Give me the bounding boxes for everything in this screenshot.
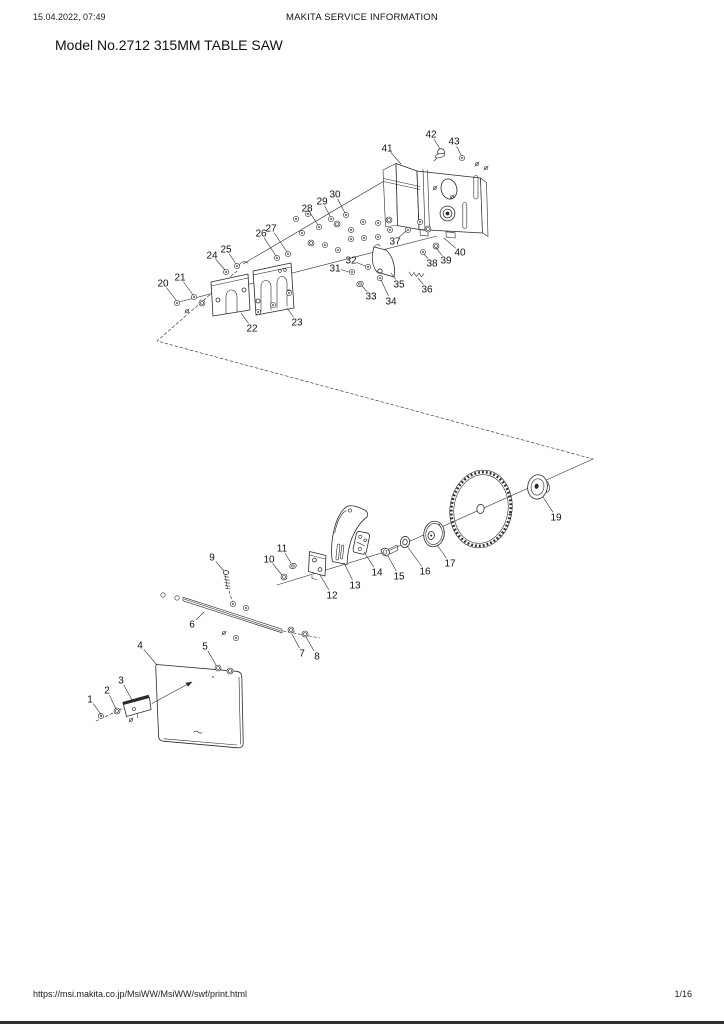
part-label-39: 39 [440,256,452,267]
motor-bracket-41 [383,164,488,239]
part-label-26: 26 [255,229,267,240]
part-label-33: 33 [365,292,377,303]
source-url: https://msi.makita.co.jp/MsiWW/MsiWW/swf… [33,989,248,999]
part-label-29: 29 [316,197,328,208]
part-label-20: 20 [157,279,169,290]
part-label-27: 27 [265,224,277,235]
guide-bracket-23 [253,263,294,315]
part-label-25: 25 [220,245,232,256]
part-label-6: 6 [189,620,195,631]
part-label-31: 31 [329,264,341,275]
part-label-14: 14 [371,568,383,579]
part-label-41: 41 [381,144,393,155]
model-title: Model No.2712 315MM TABLE SAW [55,37,283,53]
part-label-40: 40 [454,248,466,259]
window-bottom-edge [0,1021,724,1024]
part-label-15: 15 [393,572,405,583]
part-label-4: 4 [137,641,143,652]
part-label-23: 23 [291,318,303,329]
part-label-34: 34 [385,297,397,308]
part-label-8: 8 [314,652,320,663]
part-label-38: 38 [426,259,438,270]
part-label-36: 36 [421,285,433,296]
part-label-22: 22 [246,324,258,335]
flat-washer-16 [399,536,410,549]
small-fasteners [98,149,488,723]
part-label-16: 16 [419,567,431,578]
part-label-43: 43 [448,137,460,148]
triangle-bracket-35 [372,245,394,277]
part-label-35: 35 [393,280,405,291]
edge-bracket-3 [123,696,151,718]
part-label-32: 32 [345,256,357,267]
hex-bolt-15 [381,545,398,556]
spring-36 [409,272,424,277]
part-label-24: 24 [206,251,218,262]
clamp-plate-14 [352,531,370,555]
part-label-21: 21 [174,273,186,284]
part-label-12: 12 [326,591,338,602]
part-label-17: 17 [444,559,456,570]
knife-bracket-12 [309,552,327,580]
part-label-5: 5 [202,642,208,653]
part-label-13: 13 [349,581,361,592]
page-header-title: MAKITA SERVICE INFORMATION [286,12,438,23]
print-datetime: 15.04.2022, 07:49 [33,12,106,22]
riving-knife-13 [332,506,368,565]
part-label-30: 30 [329,190,341,201]
assembly-arrow [152,681,193,704]
part-label-10: 10 [263,555,275,566]
part-label-9: 9 [209,553,215,564]
outer-flange-19 [526,473,552,501]
part-label-1: 1 [87,695,93,706]
part-label-7: 7 [299,649,305,660]
part-label-42: 42 [425,130,437,141]
part-label-2: 2 [104,686,110,697]
saw-blade [444,466,517,553]
guide-bracket-22 [211,274,250,316]
link-rod-6 [183,597,282,633]
inner-flange-17 [422,520,447,549]
part-label-11: 11 [277,544,288,555]
part-label-3: 3 [118,676,124,687]
part-label-28: 28 [301,204,313,215]
screw-9 [223,571,230,589]
part-label-19: 19 [550,513,562,524]
part-label-37: 37 [389,237,401,248]
page-indicator: 1/16 [674,989,692,999]
guard-plate-4 [156,664,243,747]
